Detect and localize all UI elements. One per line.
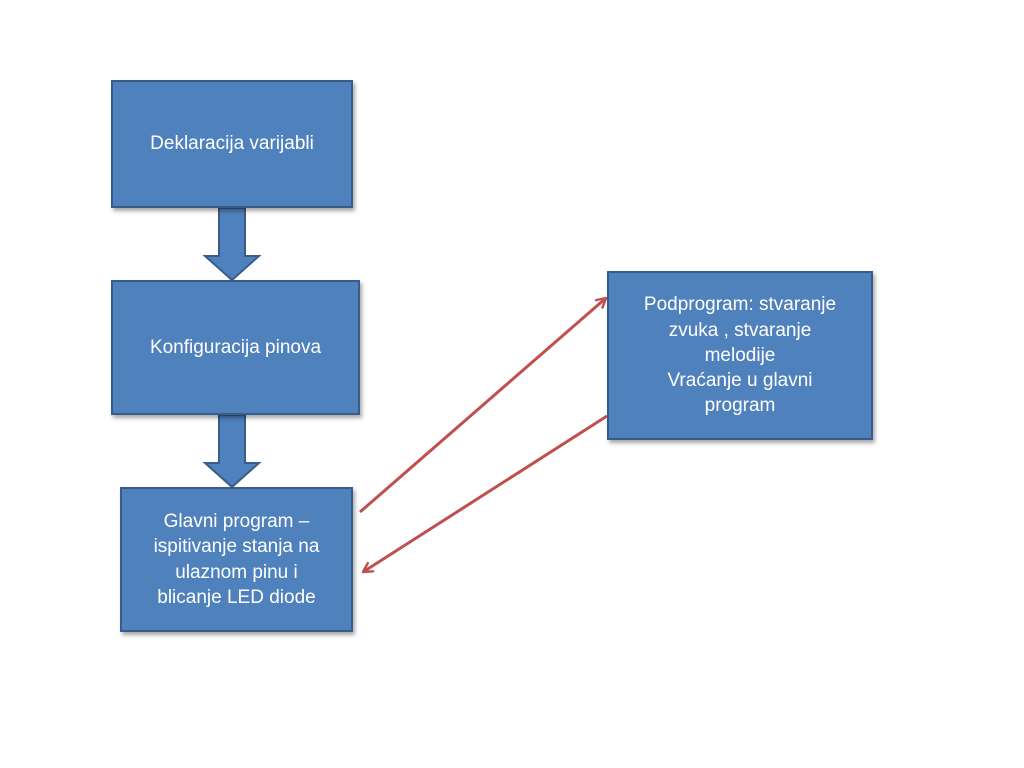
node-declaration: Deklaracija varijabli (111, 80, 353, 208)
block-arrow-config-to-main (202, 414, 262, 489)
node-pin-config: Konfiguracija pinova (111, 280, 360, 415)
arrow-main-to-subprogram (359, 298, 606, 514)
node-subprogram-label: Podprogram: stvaranje zvuka , stvaranje … (643, 294, 837, 417)
node-main-program-label: Glavni program – ispitivanje stanja na u… (153, 510, 320, 608)
node-declaration-label: Deklaracija varijabli (150, 133, 314, 155)
node-pin-config-label: Konfiguracija pinova (149, 336, 322, 358)
arrow-subprogram-to-main (363, 414, 608, 574)
block-arrow-declaration-to-config (202, 207, 262, 282)
node-subprogram: Podprogram: stvaranje zvuka , stvaranje … (607, 271, 873, 440)
node-main-program: Glavni program – ispitivanje stanja na u… (120, 487, 353, 632)
